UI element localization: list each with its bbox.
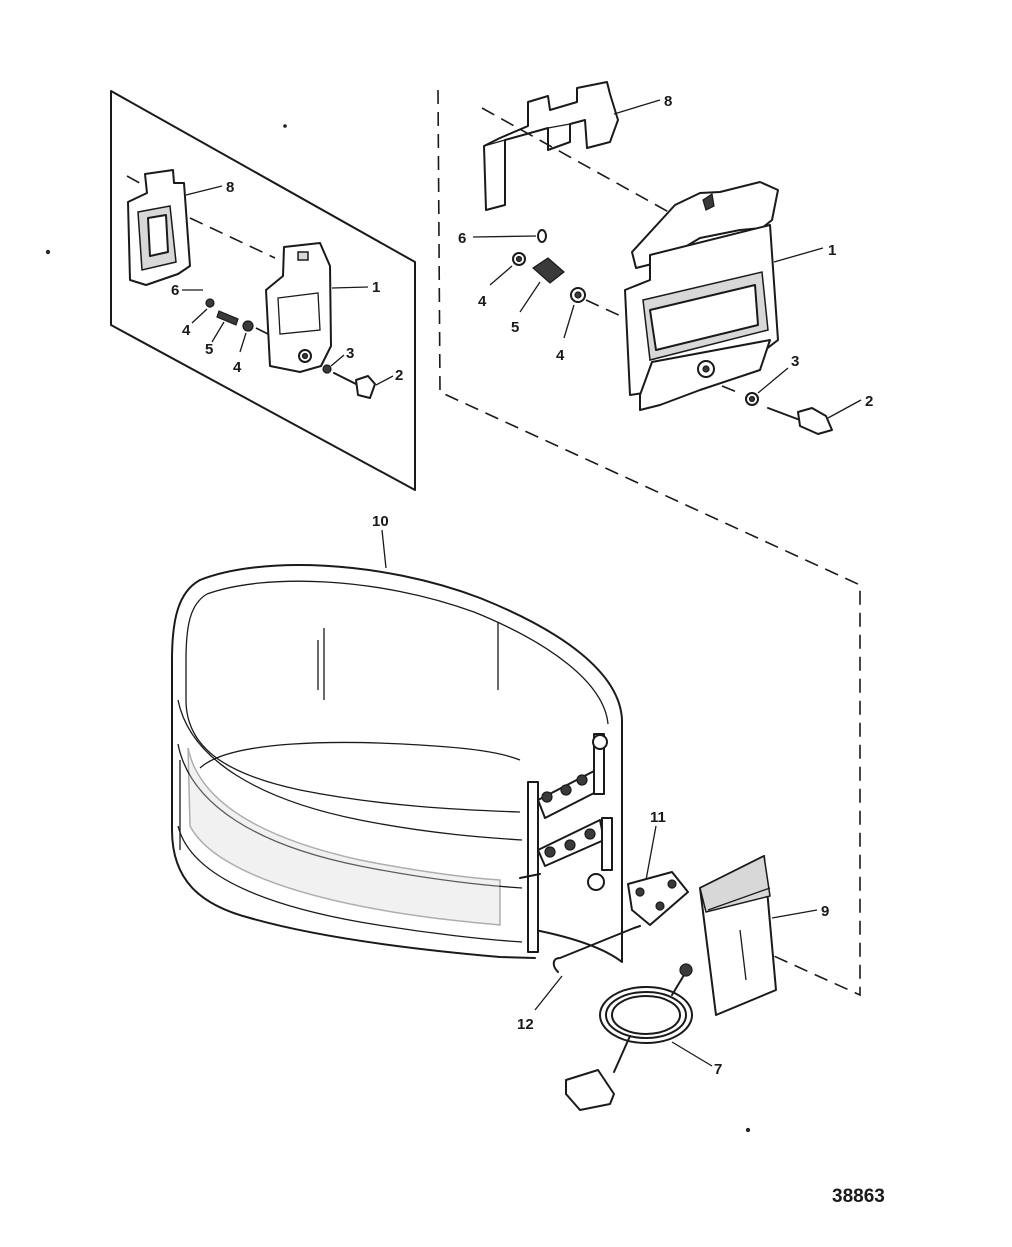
callout-left-6: 6 — [171, 282, 179, 299]
right-spring-part-5 — [532, 257, 565, 284]
callout-right-6: 6 — [458, 230, 466, 247]
callout-left-4a: 4 — [182, 322, 191, 339]
right-knob-part-2 — [797, 407, 833, 435]
bottom-callouts: 10 11 9 12 7 — [372, 513, 829, 1078]
hinge-hardware-part — [519, 733, 613, 953]
callout-left-8: 8 — [226, 179, 234, 196]
callout-9: 9 — [821, 903, 829, 920]
callout-right-3: 3 — [791, 353, 799, 370]
callout-right-1: 1 — [828, 242, 836, 259]
left-latch-body-part — [265, 242, 332, 373]
left-washer-part-4a — [205, 298, 215, 308]
callout-7: 7 — [714, 1061, 722, 1078]
left-pin-part — [333, 372, 359, 386]
parts-bag-part-9 — [699, 854, 777, 1016]
callout-10: 10 — [372, 513, 389, 530]
left-washer-part-4b — [242, 320, 254, 332]
callout-left-5: 5 — [205, 341, 213, 358]
left-inset-panel — [110, 90, 416, 491]
right-pin-part-6 — [537, 229, 547, 243]
rod-part-12 — [552, 925, 641, 973]
right-pin-part — [767, 407, 801, 421]
right-detail-callouts: 8 6 1 4 5 4 3 2 — [458, 93, 873, 419]
right-latch-body-part — [624, 181, 779, 411]
callout-right-5: 5 — [511, 319, 519, 336]
cover-band-part — [171, 564, 623, 963]
callout-right-2: 2 — [865, 393, 873, 410]
callout-left-4b: 4 — [233, 359, 242, 376]
callout-left-2: 2 — [395, 367, 403, 384]
left-bracket-part — [126, 169, 191, 286]
callout-right-4a: 4 — [478, 293, 487, 310]
callout-right-8: 8 — [664, 93, 672, 110]
right-detail-zone — [437, 81, 861, 997]
left-washer-part-3 — [322, 364, 332, 374]
latch-part-11 — [627, 871, 689, 926]
figure-number: 38863 — [832, 1186, 885, 1207]
left-inset-callouts: 8 6 1 4 5 4 3 2 — [171, 179, 403, 386]
callout-left-1: 1 — [372, 279, 380, 296]
left-knob-part-2 — [355, 375, 376, 399]
callout-12: 12 — [517, 1016, 534, 1033]
callout-left-3: 3 — [346, 345, 354, 362]
starter-rope-part-7 — [565, 963, 693, 1111]
callout-right-4b: 4 — [556, 347, 565, 364]
left-spring-part-5 — [216, 310, 239, 326]
callout-11: 11 — [650, 809, 666, 826]
